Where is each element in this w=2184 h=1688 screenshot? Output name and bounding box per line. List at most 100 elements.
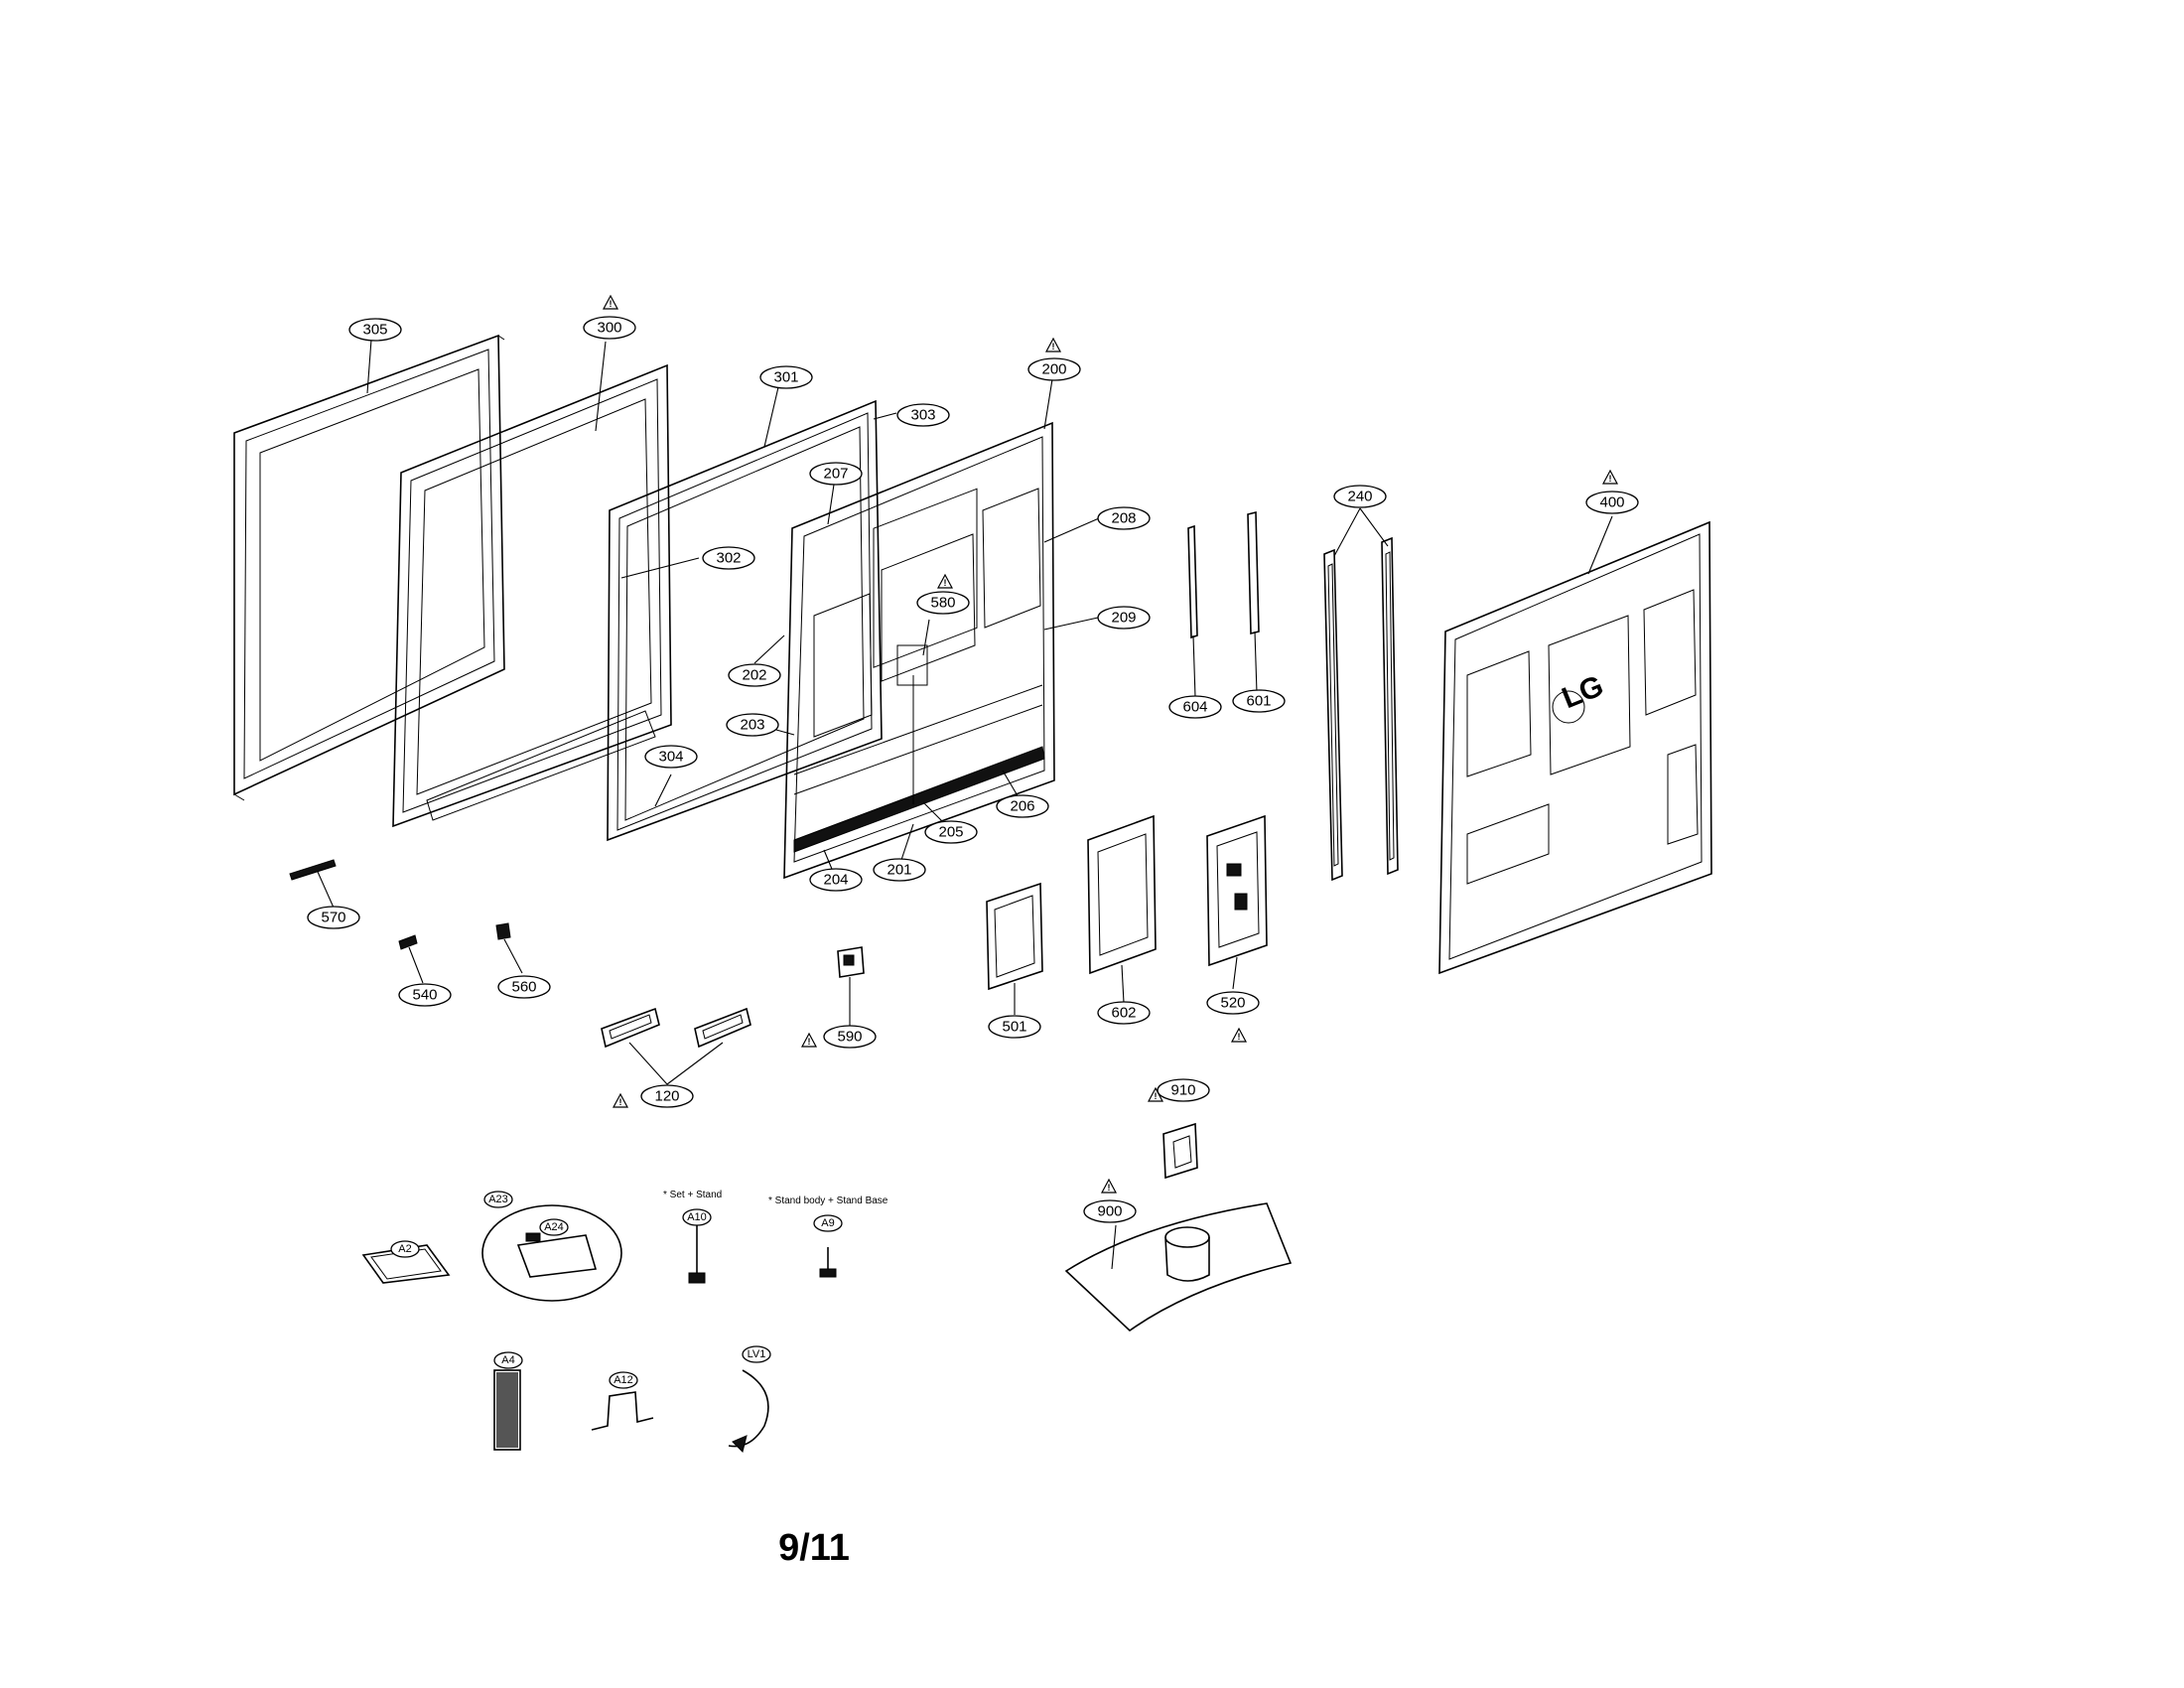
main-board-520	[1206, 814, 1268, 967]
callout-300: 300	[583, 316, 636, 340]
warning-icons: ! ! ! ! ! ! ! ! !	[602, 294, 1619, 1194]
svg-text:590: 590	[837, 1029, 862, 1046]
svg-text:!: !	[1155, 1091, 1158, 1101]
svg-text:LV1: LV1	[748, 1348, 766, 1360]
page-number: 9/11	[778, 1527, 850, 1569]
callout-604: 604	[1168, 695, 1222, 719]
callout-580: 580	[916, 591, 970, 615]
callout-A12: A12	[609, 1371, 638, 1389]
svg-text:304: 304	[658, 749, 683, 766]
svg-text:201: 201	[887, 862, 911, 879]
note-stand-body-base: * Stand body + Stand Base	[768, 1196, 888, 1206]
svg-text:302: 302	[716, 550, 741, 567]
callout-590: 590	[823, 1025, 877, 1049]
callout-A9: A9	[813, 1214, 843, 1232]
svg-text:A23: A23	[488, 1194, 508, 1205]
frame-301	[607, 399, 883, 842]
svg-text:301: 301	[773, 369, 798, 386]
leader-lines	[317, 339, 1613, 1270]
callout-400: 400	[1585, 491, 1639, 514]
svg-text:580: 580	[930, 595, 955, 612]
callout-LV1: LV1	[742, 1345, 771, 1363]
svg-text:202: 202	[742, 667, 766, 684]
svg-text:900: 900	[1097, 1203, 1122, 1220]
callout-560: 560	[497, 975, 551, 999]
callouts: 305 300 301 303 200 207 208 302 580 209 …	[307, 316, 1639, 1389]
callout-540: 540	[398, 983, 452, 1007]
callout-910: 910	[1157, 1078, 1210, 1102]
svg-text:!: !	[944, 578, 947, 588]
svg-text:120: 120	[654, 1088, 679, 1105]
svg-text:!: !	[1238, 1032, 1241, 1042]
cable-LV1	[728, 1369, 769, 1453]
accessory-A12	[591, 1391, 654, 1431]
callout-302: 302	[702, 546, 755, 570]
callout-203: 203	[726, 713, 779, 737]
svg-text:205: 205	[938, 824, 963, 841]
svg-text:400: 400	[1599, 494, 1624, 511]
callout-207: 207	[809, 462, 863, 486]
callout-A10: A10	[682, 1208, 712, 1226]
callout-570: 570	[307, 906, 360, 929]
warning-icon: !	[1100, 1178, 1118, 1194]
part-560	[495, 922, 511, 940]
callout-900: 900	[1083, 1199, 1137, 1223]
svg-text:!: !	[1108, 1183, 1111, 1193]
callout-301: 301	[759, 365, 813, 389]
svg-text:303: 303	[910, 407, 935, 424]
callout-206: 206	[996, 794, 1049, 818]
callout-204: 204	[809, 868, 863, 892]
board-602	[1087, 814, 1157, 975]
svg-text:!: !	[610, 299, 613, 309]
callout-240: 240	[1333, 485, 1387, 508]
svg-text:!: !	[1609, 474, 1612, 484]
svg-text:207: 207	[823, 466, 848, 483]
back-cover-400: LG	[1438, 520, 1712, 975]
part-570	[289, 859, 337, 881]
svg-text:203: 203	[740, 717, 764, 734]
svg-text:A24: A24	[544, 1221, 564, 1233]
svg-text:A4: A4	[501, 1354, 514, 1366]
callout-205: 205	[924, 820, 978, 844]
svg-text:305: 305	[362, 322, 387, 339]
warning-icon: !	[1230, 1027, 1248, 1043]
board-501	[986, 882, 1043, 991]
svg-text:560: 560	[511, 979, 536, 996]
callout-A24: A24	[539, 1218, 569, 1236]
svg-text:570: 570	[321, 910, 345, 926]
warning-icon: !	[936, 573, 954, 589]
svg-text:240: 240	[1347, 489, 1372, 505]
svg-text:602: 602	[1111, 1005, 1136, 1022]
svg-text:601: 601	[1246, 693, 1271, 710]
svg-text:520: 520	[1220, 995, 1245, 1012]
warning-icon: !	[612, 1092, 629, 1108]
svg-text:540: 540	[412, 987, 437, 1004]
accessory-A4	[493, 1369, 521, 1451]
callout-601: 601	[1232, 689, 1286, 713]
callout-A2: A2	[390, 1240, 420, 1258]
callout-A4: A4	[493, 1351, 523, 1369]
stand-base-900	[1064, 1202, 1293, 1333]
callout-201: 201	[873, 858, 926, 882]
callout-200: 200	[1027, 357, 1081, 381]
svg-text:!: !	[1052, 342, 1055, 352]
note-set-stand: * Set + Stand	[663, 1190, 722, 1200]
svg-text:501: 501	[1002, 1019, 1026, 1036]
callout-303: 303	[896, 403, 950, 427]
svg-text:204: 204	[823, 872, 848, 889]
front-cabinet-305	[233, 334, 505, 801]
svg-text:A2: A2	[398, 1243, 411, 1255]
screw-A10	[688, 1225, 706, 1284]
warning-icon: !	[1044, 337, 1062, 352]
speaker-120	[601, 1007, 751, 1049]
screw-A9	[819, 1247, 837, 1278]
part-590	[837, 946, 865, 978]
svg-text:!: !	[808, 1037, 811, 1047]
svg-text:206: 206	[1010, 798, 1034, 815]
part-540	[398, 934, 418, 950]
callout-209: 209	[1097, 606, 1151, 630]
svg-text:208: 208	[1111, 510, 1136, 527]
callout-520: 520	[1206, 991, 1260, 1015]
accessory-A23	[481, 1204, 622, 1302]
